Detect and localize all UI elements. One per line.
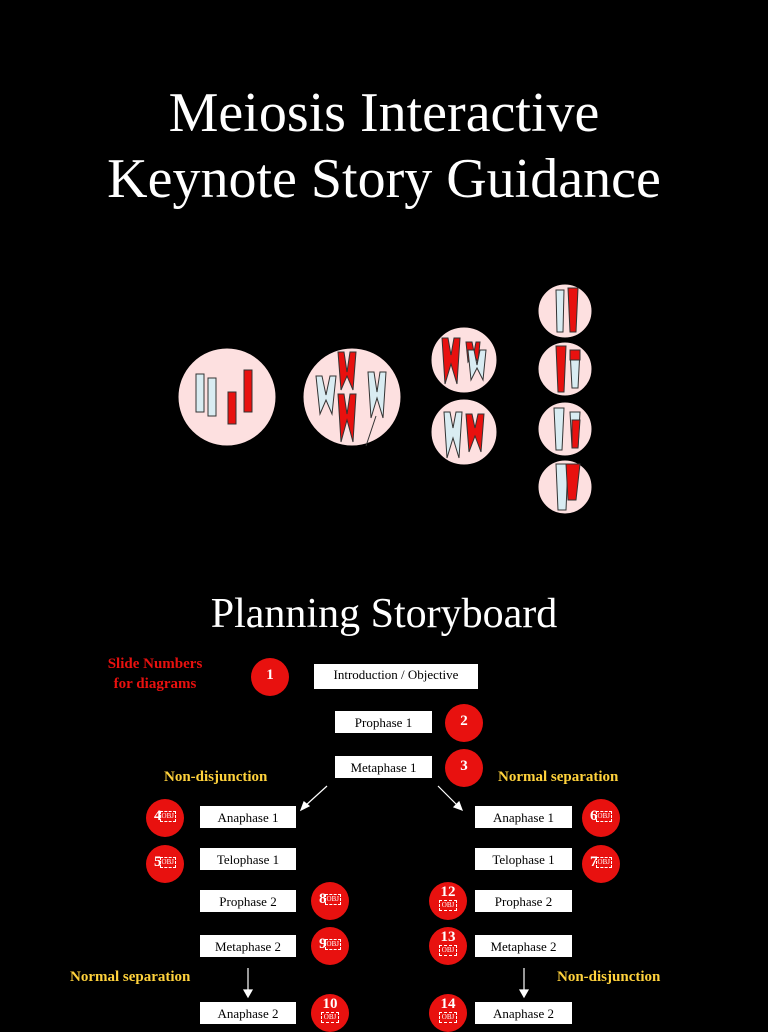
slide-number-4[interactable]: 4OBJ bbox=[146, 799, 184, 837]
label-non-disjunction-top: Non-disjunction bbox=[164, 769, 268, 785]
slide-number-8-text: 8 bbox=[319, 891, 327, 907]
title-line-1: Meiosis Interactive bbox=[168, 82, 600, 144]
storyboard-title: Planning Storyboard bbox=[210, 591, 558, 637]
box-right-telophase-1[interactable]: Telophase 1 bbox=[474, 847, 573, 871]
box-right-anaphase-1[interactable]: Anaphase 1 bbox=[474, 805, 573, 829]
obj-placeholder-icon: OBJ bbox=[159, 811, 176, 823]
cell-telophase-bottom bbox=[430, 398, 498, 466]
box-introduction-objective[interactable]: Introduction / Objective bbox=[313, 663, 479, 690]
slide-number-1-text: 1 bbox=[266, 667, 274, 683]
label-normal-separation-top: Normal separation bbox=[498, 769, 619, 785]
obj-placeholder-icon: OBJ bbox=[439, 900, 457, 911]
obj-placeholder-icon: OBJ bbox=[439, 1012, 457, 1023]
title-line-2: Keynote Story Guidance bbox=[107, 148, 661, 210]
slide-number-9-text: 9 bbox=[319, 936, 327, 952]
obj-placeholder-icon: OBJ bbox=[321, 1012, 339, 1023]
gamete-3 bbox=[537, 401, 593, 457]
cell-telophase-top bbox=[430, 326, 498, 394]
slide-number-14-text: 14 bbox=[440, 996, 456, 1012]
cell-prophase bbox=[302, 347, 402, 447]
slide-number-6-text: 6 bbox=[590, 808, 598, 824]
obj-placeholder-icon: OBJ bbox=[595, 857, 612, 869]
box-right-prophase-2[interactable]: Prophase 2 bbox=[474, 889, 573, 913]
flow-arrows bbox=[242, 785, 530, 999]
legend-line-2: for diagrams bbox=[113, 676, 197, 692]
slide-number-9[interactable]: 9OBJ bbox=[311, 927, 349, 965]
slide-number-7-text: 7 bbox=[590, 854, 598, 870]
box-left-metaphase-2[interactable]: Metaphase 2 bbox=[199, 934, 297, 958]
slide-number-1[interactable]: 1 bbox=[251, 658, 289, 696]
obj-placeholder-icon: OBJ bbox=[439, 945, 457, 956]
box-left-anaphase-1[interactable]: Anaphase 1 bbox=[199, 805, 297, 829]
slide-number-2-text: 2 bbox=[460, 713, 468, 729]
box-left-prophase-2[interactable]: Prophase 2 bbox=[199, 889, 297, 913]
slide-number-2[interactable]: 2 bbox=[445, 704, 483, 742]
slide-number-7[interactable]: 7OBJ bbox=[582, 845, 620, 883]
slide-number-10-text: 10 bbox=[322, 996, 338, 1012]
obj-placeholder-icon: OBJ bbox=[159, 857, 176, 869]
obj-placeholder-icon: OBJ bbox=[595, 811, 612, 823]
box-prophase-1[interactable]: Prophase 1 bbox=[334, 710, 433, 734]
box-right-anaphase-2[interactable]: Anaphase 2 bbox=[474, 1001, 573, 1025]
legend-line-1: Slide Numbers bbox=[107, 656, 203, 672]
slide-number-3-text: 3 bbox=[460, 758, 468, 774]
obj-placeholder-icon: OBJ bbox=[324, 939, 341, 951]
slide-number-4-text: 4 bbox=[154, 808, 162, 824]
slide-number-3[interactable]: 3 bbox=[445, 749, 483, 787]
slide-number-8[interactable]: 8OBJ bbox=[311, 882, 349, 920]
box-right-metaphase-2[interactable]: Metaphase 2 bbox=[474, 934, 573, 958]
gamete-4 bbox=[537, 459, 593, 515]
box-metaphase-1[interactable]: Metaphase 1 bbox=[334, 755, 433, 779]
label-normal-separation-bottom: Normal separation bbox=[70, 969, 191, 985]
slide-number-6[interactable]: 6OBJ bbox=[582, 799, 620, 837]
cell-interphase bbox=[177, 347, 277, 447]
gamete-1 bbox=[537, 283, 593, 339]
slide-number-5-text: 5 bbox=[154, 854, 162, 870]
obj-placeholder-icon: OBJ bbox=[324, 894, 341, 906]
gamete-2 bbox=[537, 341, 593, 397]
box-left-anaphase-2[interactable]: Anaphase 2 bbox=[199, 1001, 297, 1025]
slide-number-13-text: 13 bbox=[440, 929, 456, 945]
slide-number-12-text: 12 bbox=[440, 884, 456, 900]
box-left-telophase-1[interactable]: Telophase 1 bbox=[199, 847, 297, 871]
slide-number-5[interactable]: 5OBJ bbox=[146, 845, 184, 883]
label-non-disjunction-bottom: Non-disjunction bbox=[557, 969, 661, 985]
